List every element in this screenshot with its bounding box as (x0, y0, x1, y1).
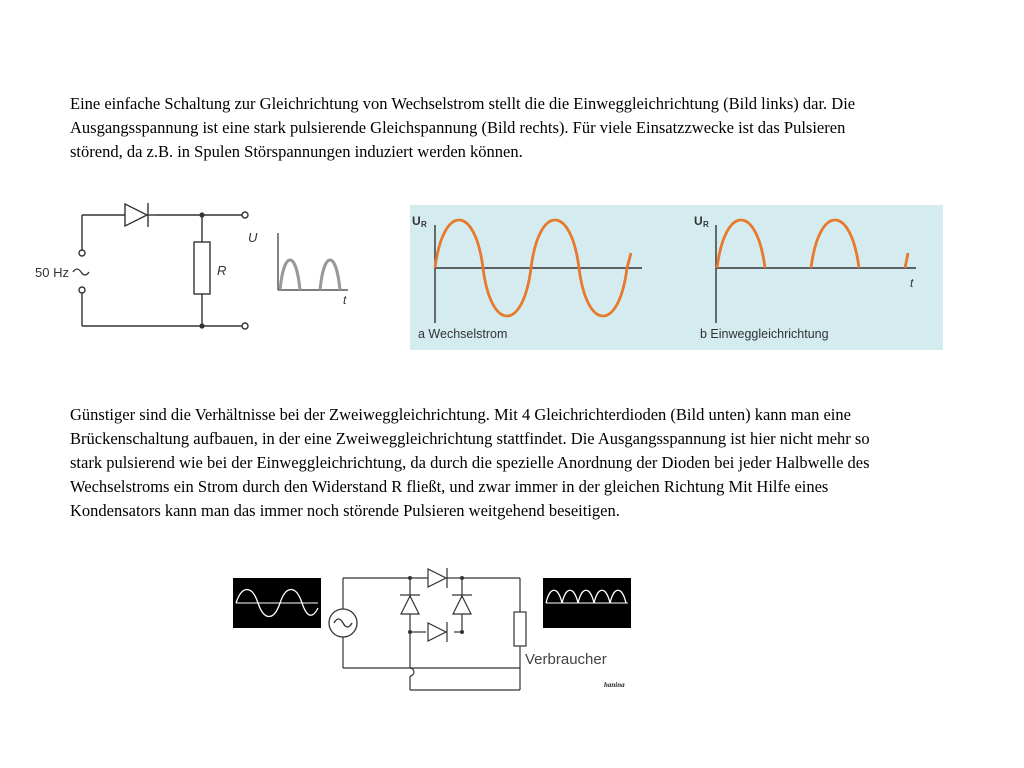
diode-right-icon (452, 594, 472, 615)
diode-top-icon (426, 568, 454, 588)
signature-text: hanina (604, 681, 625, 689)
half-wave-output-graph: U t (248, 230, 348, 307)
bridge-rectifier-figure: Verbraucher hanina (233, 568, 631, 691)
bridge-paragraph: Günstiger sind die Verhältnisse bei der … (70, 405, 870, 520)
ac-sine-wave (433, 218, 633, 318)
load-label: Verbraucher (525, 651, 607, 668)
intro-paragraph: Eine einfache Schaltung zur Gleichrichtu… (70, 94, 856, 161)
hw-axis-label: U (694, 214, 703, 228)
half-wave-pulses (715, 218, 910, 269)
source-label: 50 Hz (35, 265, 69, 280)
caption-a: a Wechselstrom (418, 327, 507, 341)
diode-left-icon (400, 594, 420, 615)
graph-axis-t: t (343, 293, 347, 307)
ac-axis-sub: R (421, 220, 427, 229)
half-wave-circuit-figure: 50 Hz R U t (35, 202, 348, 330)
hw-axis-sub: R (703, 220, 709, 229)
ac-waveform-graph: U R a Wechselstrom (412, 214, 642, 341)
waveform-panel-background (410, 205, 943, 350)
graph-axis-u: U (248, 230, 258, 245)
diode-icon (124, 202, 155, 228)
resistor-label: R (217, 263, 226, 278)
caption-b: b Einweggleichrichtung (700, 327, 829, 341)
input-sine-scope (233, 578, 321, 628)
half-wave-waveform-graph: U R t b Einweggleichrichtung (694, 214, 916, 341)
ac-axis-label: U (412, 214, 421, 228)
hw-axis-t: t (910, 276, 914, 290)
ac-tilde-icon (72, 268, 90, 276)
output-rectified-scope (543, 578, 631, 628)
diode-bottom-icon (427, 622, 448, 642)
waveform-panel-figure: U R a Wechselstrom U R t b Einweggleichr… (410, 205, 943, 350)
